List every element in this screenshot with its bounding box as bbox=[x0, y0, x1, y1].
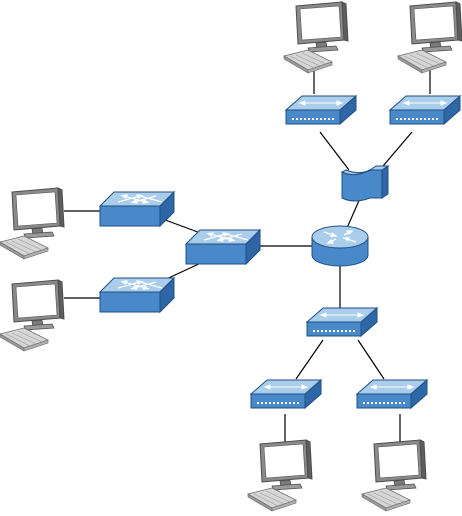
workstation-icon[interactable] bbox=[0, 188, 64, 259]
link-hub-middle-bottom-left bbox=[296, 340, 323, 379]
hub-icon[interactable] bbox=[286, 96, 356, 124]
switch-icon[interactable] bbox=[100, 278, 174, 312]
workstation-icon[interactable] bbox=[0, 280, 64, 351]
link-firewall-hub-top-left bbox=[320, 132, 349, 170]
workstation-icon[interactable] bbox=[284, 2, 348, 73]
hub-icon[interactable] bbox=[357, 380, 427, 408]
hub-icon[interactable] bbox=[390, 96, 460, 124]
firewall-icon[interactable] bbox=[342, 166, 388, 201]
link-hub-middle-bottom-right bbox=[358, 340, 384, 379]
workstation-icon[interactable] bbox=[362, 440, 426, 511]
hub-icon[interactable] bbox=[251, 380, 321, 408]
hub-icon[interactable] bbox=[307, 308, 377, 336]
switch-icon[interactable] bbox=[100, 192, 174, 226]
router-icon[interactable] bbox=[312, 226, 368, 266]
link-core-switch-left-top bbox=[160, 218, 203, 234]
workstation-icon[interactable] bbox=[248, 440, 312, 511]
workstation-icon[interactable] bbox=[398, 2, 462, 73]
switch-icon[interactable] bbox=[186, 230, 260, 264]
